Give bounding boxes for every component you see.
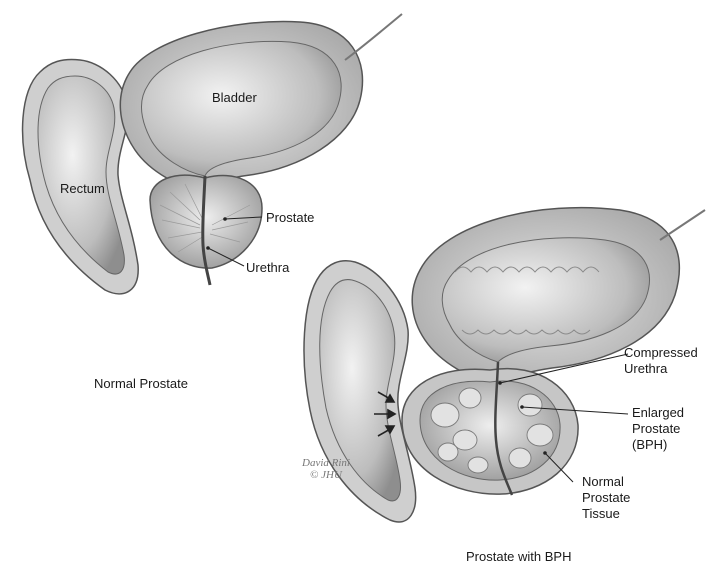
label-enlarged-prostate: Enlarged Prostate (BPH)	[632, 405, 684, 453]
label-compressed-urethra: Compressed Urethra	[624, 345, 698, 377]
signature-name: David Rini	[302, 457, 350, 469]
bph-bladder-ligament	[660, 210, 705, 240]
prostate-gland	[150, 175, 262, 268]
bladder-ligament	[345, 14, 402, 60]
artist-signature: David Rini © JHU	[302, 457, 350, 481]
label-compressed-urethra-line1: Compressed	[624, 345, 698, 361]
label-normal-tissue-line1: Normal	[582, 474, 630, 490]
caption-prostate-with-bph: Prostate with BPH	[466, 549, 572, 565]
label-compressed-urethra-line2: Urethra	[624, 361, 698, 377]
normal-prostate-diagram	[23, 14, 402, 294]
label-rectum: Rectum	[60, 181, 105, 197]
caption-normal-prostate: Normal Prostate	[94, 376, 188, 392]
label-urethra: Urethra	[246, 260, 289, 276]
label-prostate: Prostate	[266, 210, 314, 226]
label-normal-tissue-line2: Prostate	[582, 490, 630, 506]
label-enlarged-prostate-line2: Prostate	[632, 421, 684, 437]
label-normal-tissue-line3: Tissue	[582, 506, 630, 522]
label-enlarged-prostate-line1: Enlarged	[632, 405, 684, 421]
label-bladder: Bladder	[212, 90, 257, 106]
label-normal-prostate-tissue: Normal Prostate Tissue	[582, 474, 630, 522]
label-enlarged-prostate-line3: (BPH)	[632, 437, 684, 453]
signature-copyright: © JHU	[302, 469, 350, 481]
